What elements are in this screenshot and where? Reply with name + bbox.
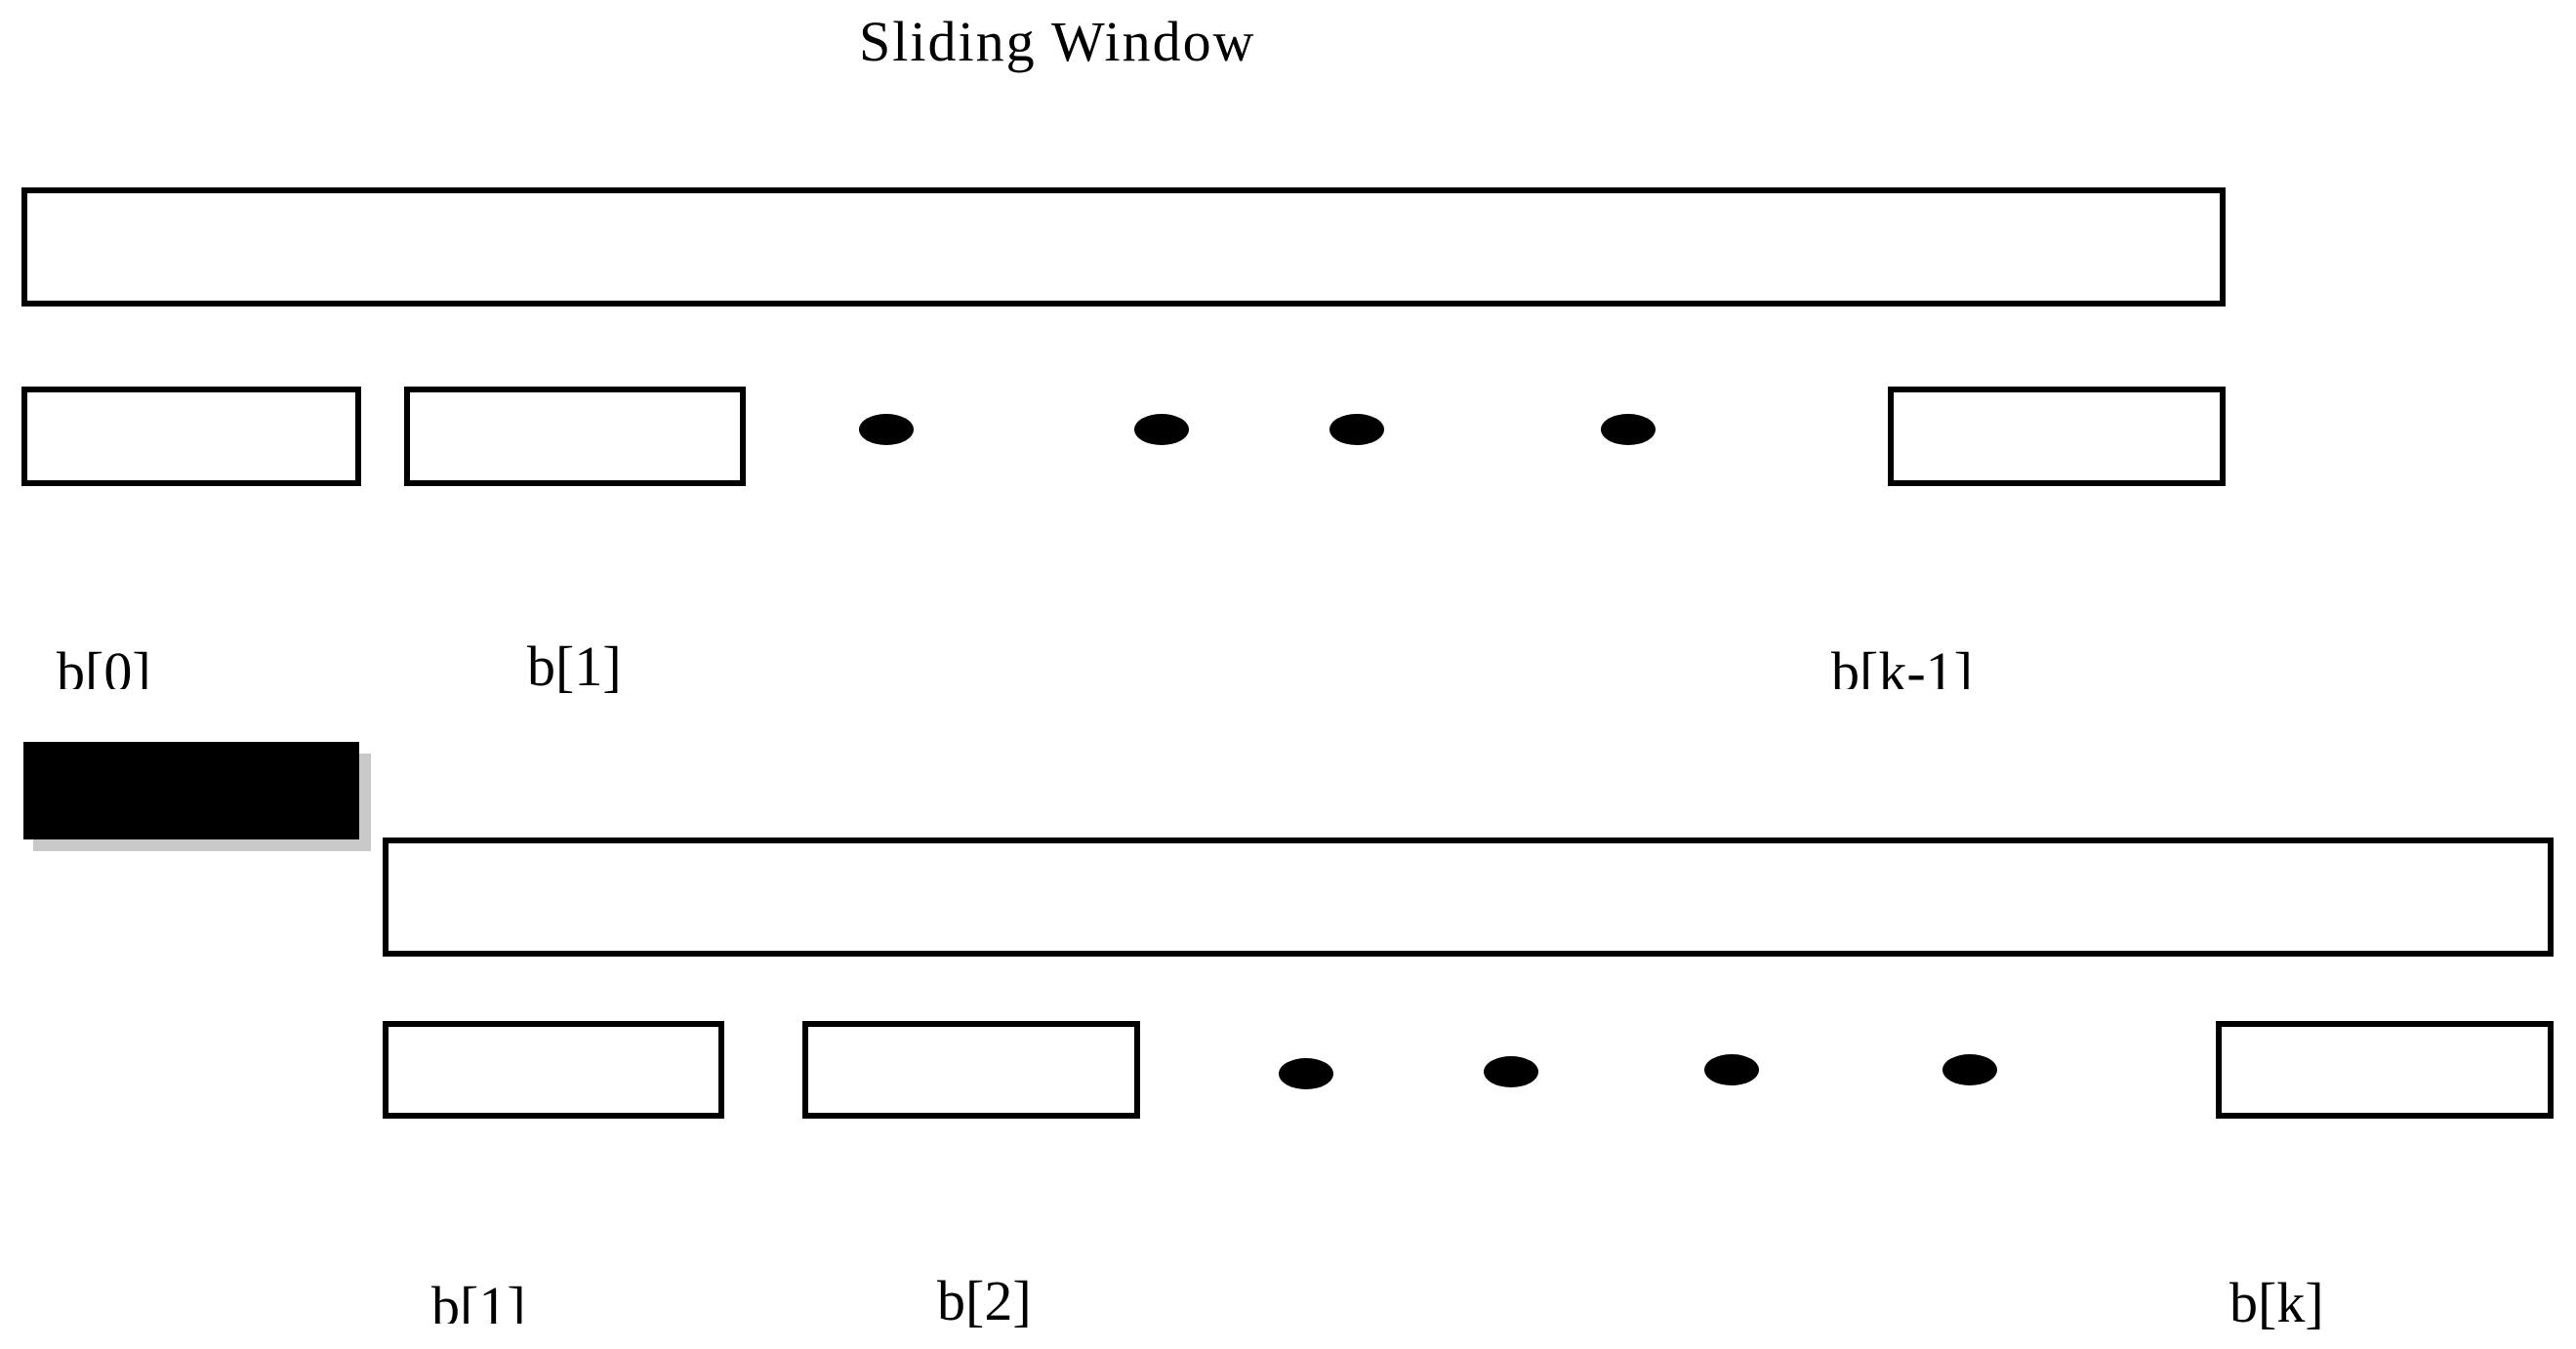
ellipsis-dot-bottom-1 xyxy=(1279,1058,1333,1089)
window-top xyxy=(21,187,2226,307)
ellipsis-dot-top-1 xyxy=(859,414,914,445)
ellipsis-dot-bottom-2 xyxy=(1484,1056,1538,1087)
buffer-cell-top-last xyxy=(1888,387,2226,486)
buffer-cell-bottom-0 xyxy=(383,1021,724,1119)
diagram-title: Sliding Window xyxy=(859,10,1256,73)
ellipsis-dot-top-2 xyxy=(1134,414,1189,445)
window-bottom xyxy=(383,838,2554,957)
label-top-1: b[1] xyxy=(527,634,622,698)
label-top-0: b[0] xyxy=(57,644,151,689)
label-bottom-0: b[1] xyxy=(431,1279,526,1324)
discarded-block xyxy=(23,742,359,839)
label-top-last: b[k-1] xyxy=(1831,644,1973,689)
buffer-cell-top-0 xyxy=(21,387,361,486)
buffer-cell-bottom-last xyxy=(2216,1021,2554,1119)
label-bottom-last: b[k] xyxy=(2229,1271,2324,1334)
ellipsis-dot-top-4 xyxy=(1601,414,1656,445)
buffer-cell-bottom-1 xyxy=(802,1021,1140,1119)
buffer-cell-top-1 xyxy=(404,387,746,486)
ellipsis-dot-bottom-4 xyxy=(1942,1054,1997,1085)
label-bottom-1: b[2] xyxy=(937,1269,1032,1332)
ellipsis-dot-bottom-3 xyxy=(1704,1054,1759,1085)
ellipsis-dot-top-3 xyxy=(1329,414,1384,445)
